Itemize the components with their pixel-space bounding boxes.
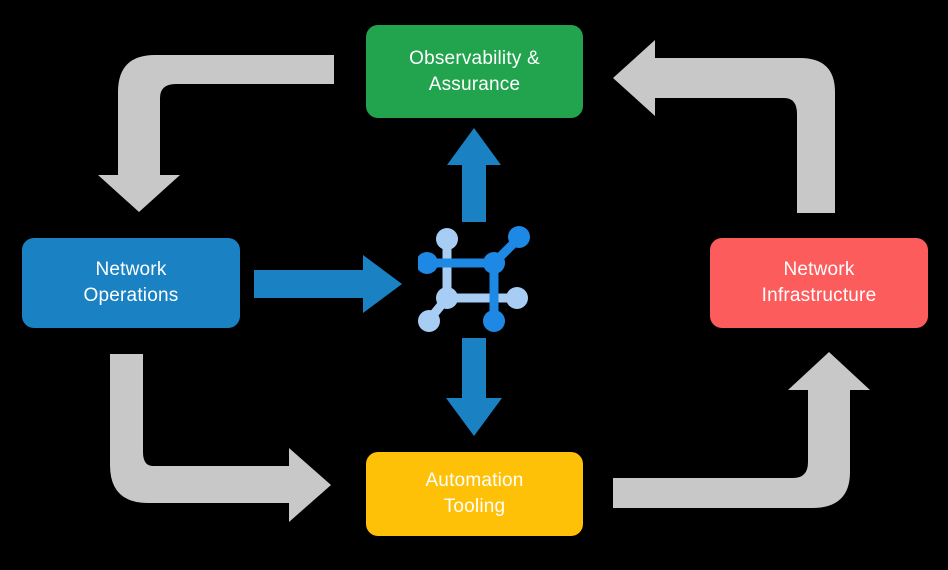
network-icon-dark-nodes <box>418 226 530 332</box>
node-label-infrastructure: Network Infrastructure <box>762 257 877 308</box>
connector-observability-to-operations <box>98 55 334 212</box>
connector-operations-to-center <box>254 255 402 313</box>
node-label-observability: Observability & Assurance <box>409 46 540 97</box>
node-label-line2: Infrastructure <box>761 285 877 306</box>
node-label-line2: Tooling <box>443 496 506 517</box>
node-label-line1: Automation <box>425 470 524 492</box>
network-icon-light-nodes <box>418 228 528 332</box>
node-label-line2: Operations <box>83 285 179 306</box>
connector-infrastructure-to-observability <box>613 40 835 213</box>
connector-center-to-observability <box>447 128 501 222</box>
node-label-line1: Observability & <box>409 47 540 69</box>
connector-automation-to-infrastructure <box>613 352 870 508</box>
node-label-operations: Network Operations <box>84 257 179 308</box>
node-label-line1: Network <box>783 259 855 281</box>
node-box-operations[interactable]: Network Operations <box>22 238 240 328</box>
node-label-automation: Automation Tooling <box>425 468 523 519</box>
node-box-observability[interactable]: Observability & Assurance <box>366 25 583 118</box>
node-label-line1: Network <box>95 259 167 281</box>
node-label-line2: Assurance <box>428 73 521 95</box>
connector-center-to-automation <box>446 338 502 436</box>
node-box-infrastructure[interactable]: Network Infrastructure <box>710 238 928 328</box>
node-box-automation[interactable]: Automation Tooling <box>366 452 583 536</box>
connector-operations-to-automation <box>110 354 331 522</box>
network-topology-icon <box>418 226 530 332</box>
